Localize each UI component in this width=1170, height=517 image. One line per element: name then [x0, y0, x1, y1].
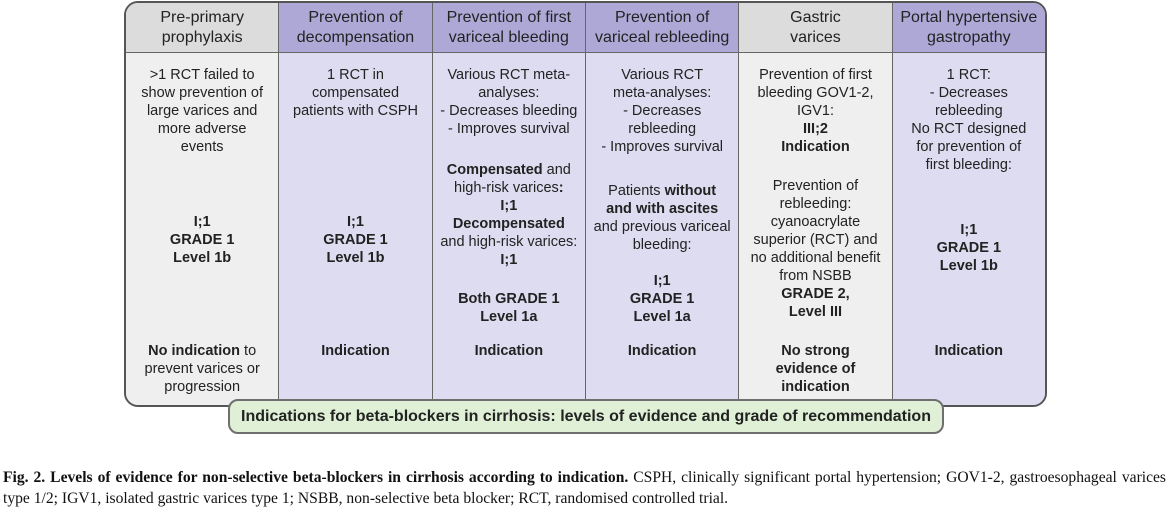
indication-text: Indication: [627, 343, 697, 359]
caption-label: Fig. 2. Levels of evidence for non-selec…: [3, 469, 629, 486]
indication-text: Indication: [321, 343, 390, 359]
caption-text: CSPH, clinically significant portal hype…: [3, 469, 1167, 507]
study-summary: Various RCT meta-analyses:- Decreases bl…: [440, 67, 578, 137]
indication-text: Indication: [474, 343, 544, 359]
indication-text: Indication: [934, 343, 1004, 359]
patient-groups: Patients without and with ascites and pr…: [593, 183, 731, 253]
patient-groups: Compensated and high-risk varices: I;1 D…: [440, 162, 578, 268]
figure-banner: Indications for beta-blockers in cirrhos…: [228, 399, 944, 434]
figure-caption: Fig. 2. Levels of evidence for non-selec…: [3, 467, 1166, 509]
